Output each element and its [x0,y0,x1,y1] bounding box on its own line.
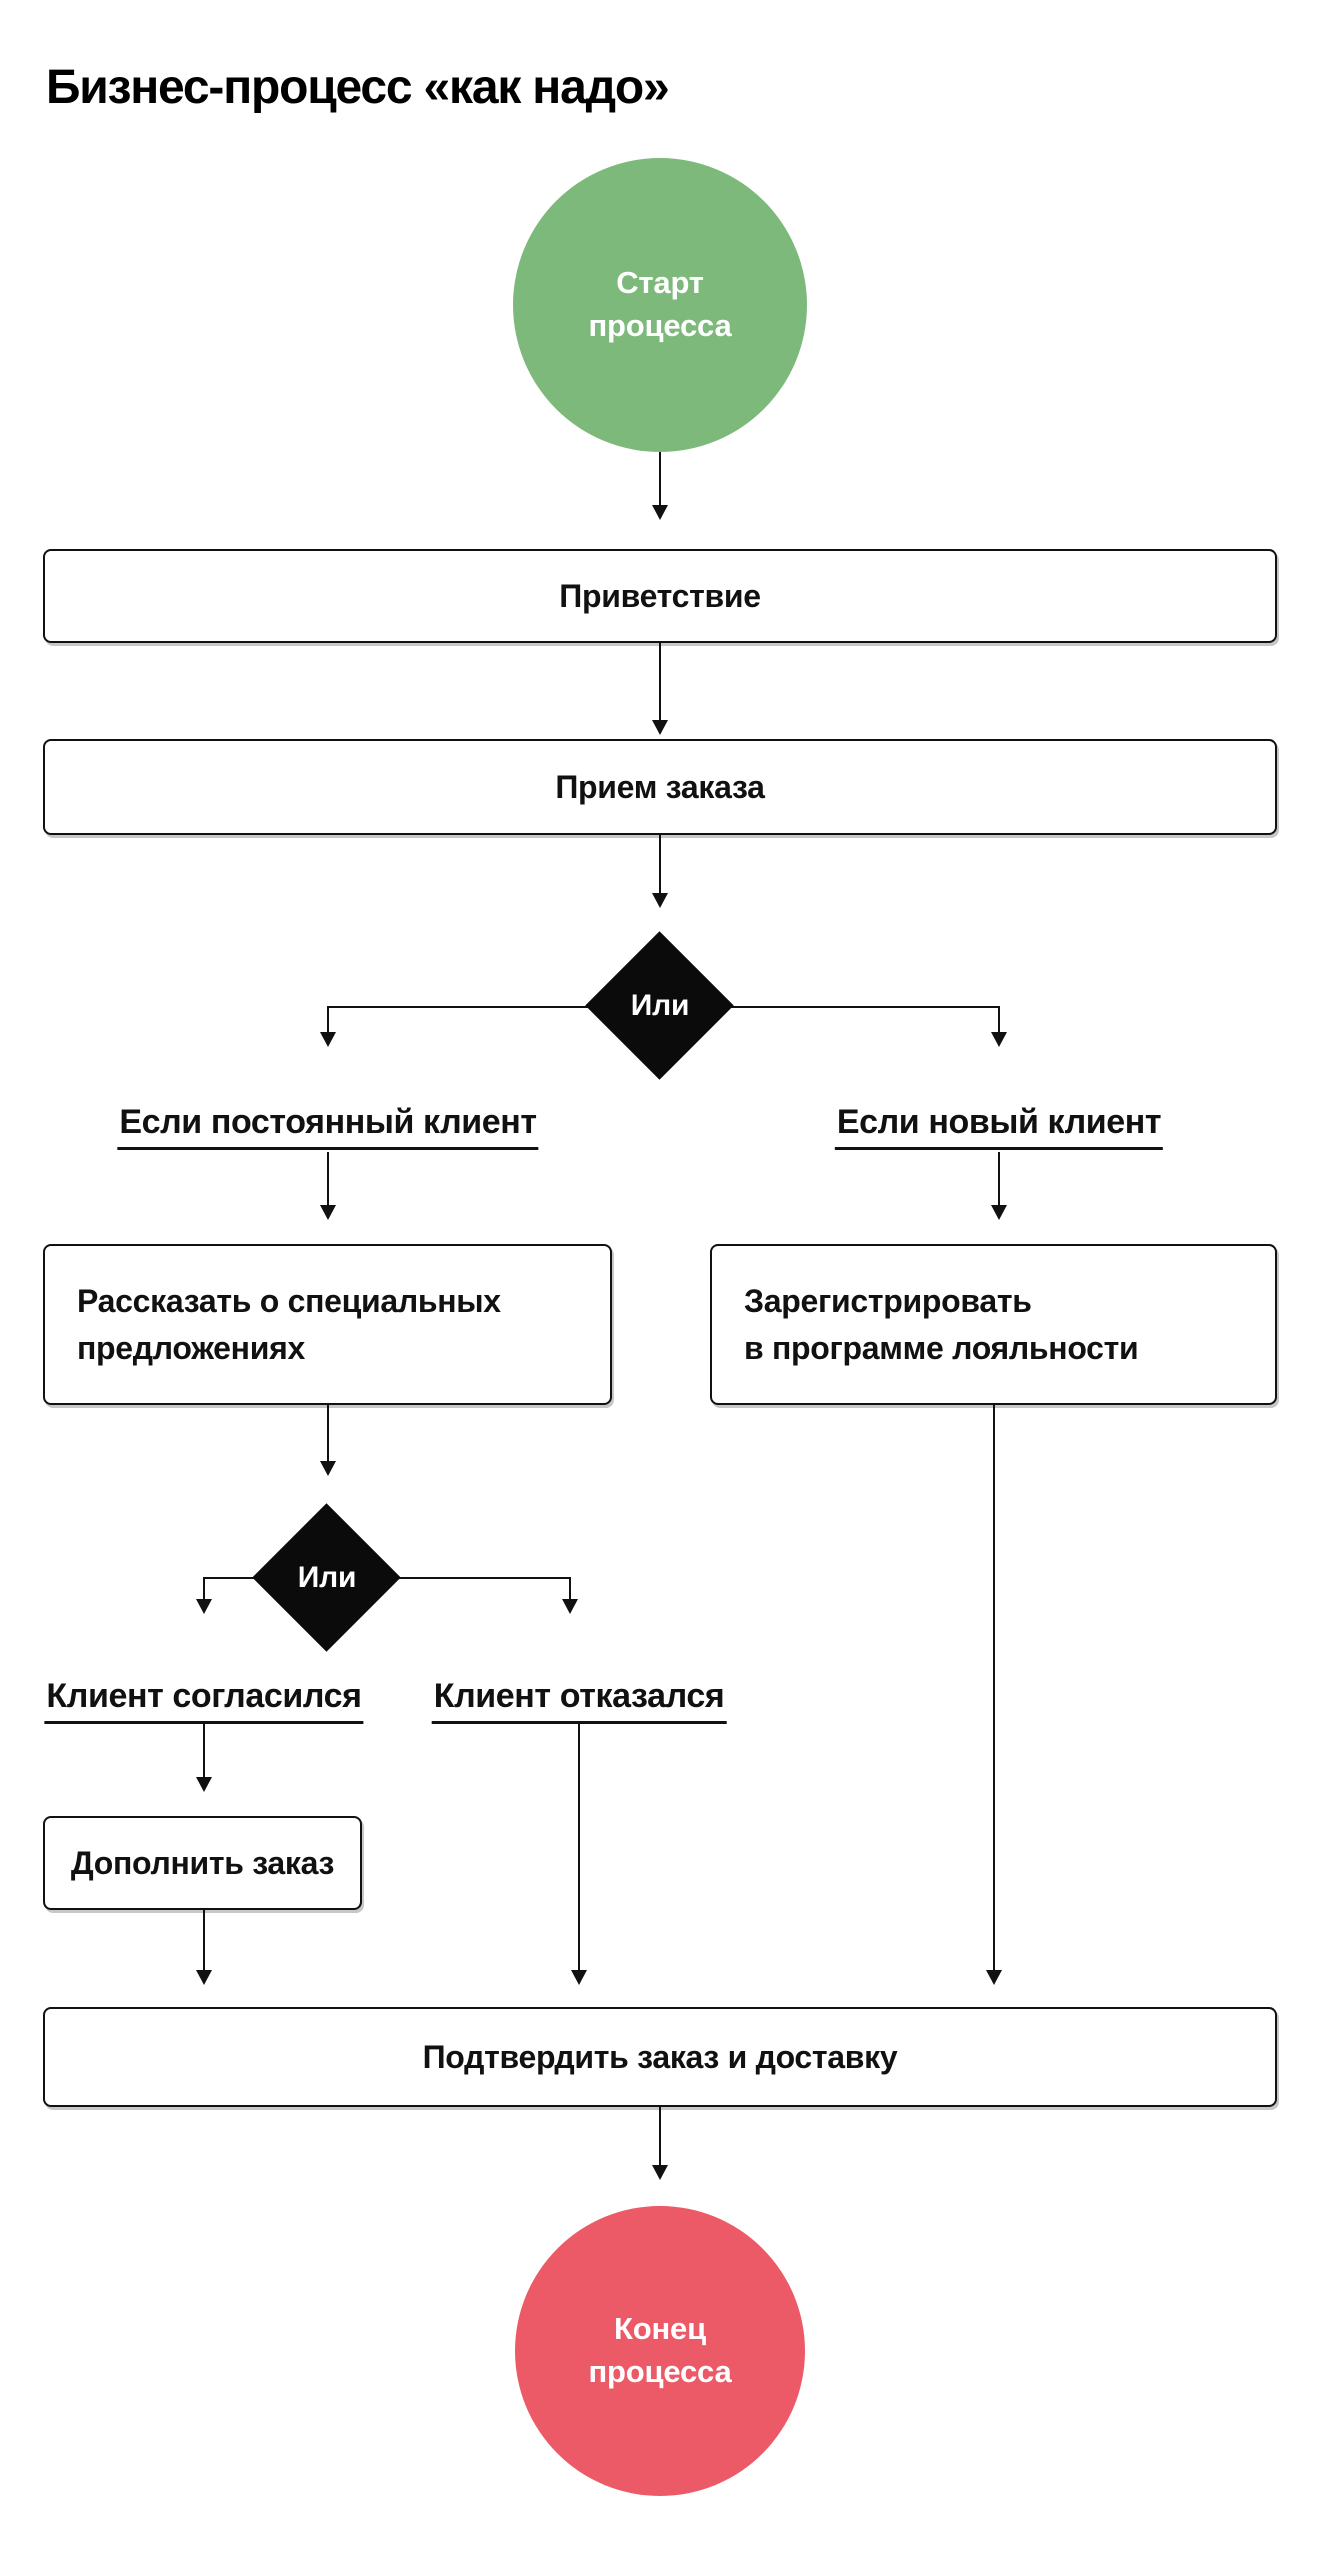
node-loyalty: Зарегистрировать в программе лояльности [710,1244,1277,1405]
node-offers: Рассказать о специальных предложениях [43,1244,612,1405]
arrowhead-icon [652,893,668,908]
arrowhead-icon [562,1599,578,1614]
connector-shaft [569,1577,571,1604]
connector-shaft [327,1006,329,1037]
branch-label-client-agreed: Клиент согласился [44,1679,364,1724]
arrowhead-icon [571,1970,587,1985]
node-offers-label: Рассказать о специальных предложениях [77,1278,501,1371]
connector-order-to-decision1 [652,835,668,908]
branch-label-regular-client: Если постоянный клиент [117,1105,539,1150]
node-greeting-label: Приветствие [559,577,761,614]
end-node-label-line1: Конец [614,2311,706,2347]
node-addon-label: Дополнить заказ [70,1844,335,1881]
arrowhead-icon [652,2165,668,2180]
node-offers-label-line1: Рассказать о специальных [77,1283,501,1320]
connector-shaft [327,1405,329,1466]
connector-shaft [659,452,661,510]
start-node-label-line1: Старт [616,265,704,301]
node-confirm-label: Подтвердить заказ и доставку [422,2038,898,2075]
connector-agreed-label-to-addon [196,1722,212,1792]
arrowhead-icon [196,1970,212,1985]
arrowhead-icon [986,1970,1002,1985]
arrowhead-icon [320,1461,336,1476]
end-node-label-line2: процесса [588,2354,732,2389]
arrowhead-icon [196,1777,212,1792]
connector-regular-label-to-offers [320,1152,336,1220]
connector-shaft [659,835,661,898]
start-node-label-line2: процесса [588,308,732,343]
connector-declined-label-to-confirm [571,1722,587,1985]
node-offers-label-line2: предложениях [77,1329,305,1366]
connector-shaft [659,643,661,725]
arrowhead-icon [196,1599,212,1614]
node-order: Прием заказа [43,739,1277,835]
connector-shaft [203,1577,205,1604]
connector-shaft [998,1006,1000,1037]
connector-confirm-to-end [652,2107,668,2180]
node-confirm: Подтвердить заказ и доставку [43,2007,1277,2107]
connector-shaft [998,1152,1000,1210]
connector-new-label-to-loyalty [991,1152,1007,1220]
connector-decision2-to-declined-label [562,1577,578,1614]
node-addon: Дополнить заказ [43,1816,362,1910]
connector-shaft [327,1152,329,1210]
connector-start-to-greeting [652,452,668,520]
arrowhead-icon [320,1032,336,1047]
connector-shaft [993,1405,995,1975]
page-title: Бизнес-процесс «как надо» [46,61,670,114]
connector-loyalty-to-confirm [986,1405,1002,1985]
arrowhead-icon [652,505,668,520]
branch-label-new-client: Если новый клиент [834,1105,1164,1150]
decision1-label: Или [630,989,690,1022]
connector-decision1-to-new-label [991,1006,1007,1047]
connector-shaft [203,1910,205,1975]
decision2-label: Или [297,1561,357,1594]
connector-greeting-to-order [652,643,668,735]
node-loyalty-label: Зарегистрировать в программе лояльности [744,1278,1139,1371]
arrowhead-icon [652,720,668,735]
connector-shaft [578,1722,580,1975]
connector-shaft [659,2107,661,2170]
node-loyalty-label-line2: в программе лояльности [744,1329,1139,1366]
connector-offers-to-decision2 [320,1405,336,1476]
connector-decision1-to-regular-label [320,1006,336,1047]
branch-label-client-declined: Клиент отказался [431,1679,727,1724]
arrowhead-icon [991,1032,1007,1047]
connector-addon-to-confirm [196,1910,212,1985]
node-order-label: Прием заказа [555,768,765,805]
end-node: Конец процесса [515,2206,805,2496]
connector-decision2-to-agreed-label [196,1577,212,1614]
connector-shaft [203,1722,205,1782]
node-greeting: Приветствие [43,549,1277,643]
arrowhead-icon [991,1205,1007,1220]
start-node: Старт процесса [513,158,807,452]
node-loyalty-label-line1: Зарегистрировать [744,1283,1032,1320]
arrowhead-icon [320,1205,336,1220]
